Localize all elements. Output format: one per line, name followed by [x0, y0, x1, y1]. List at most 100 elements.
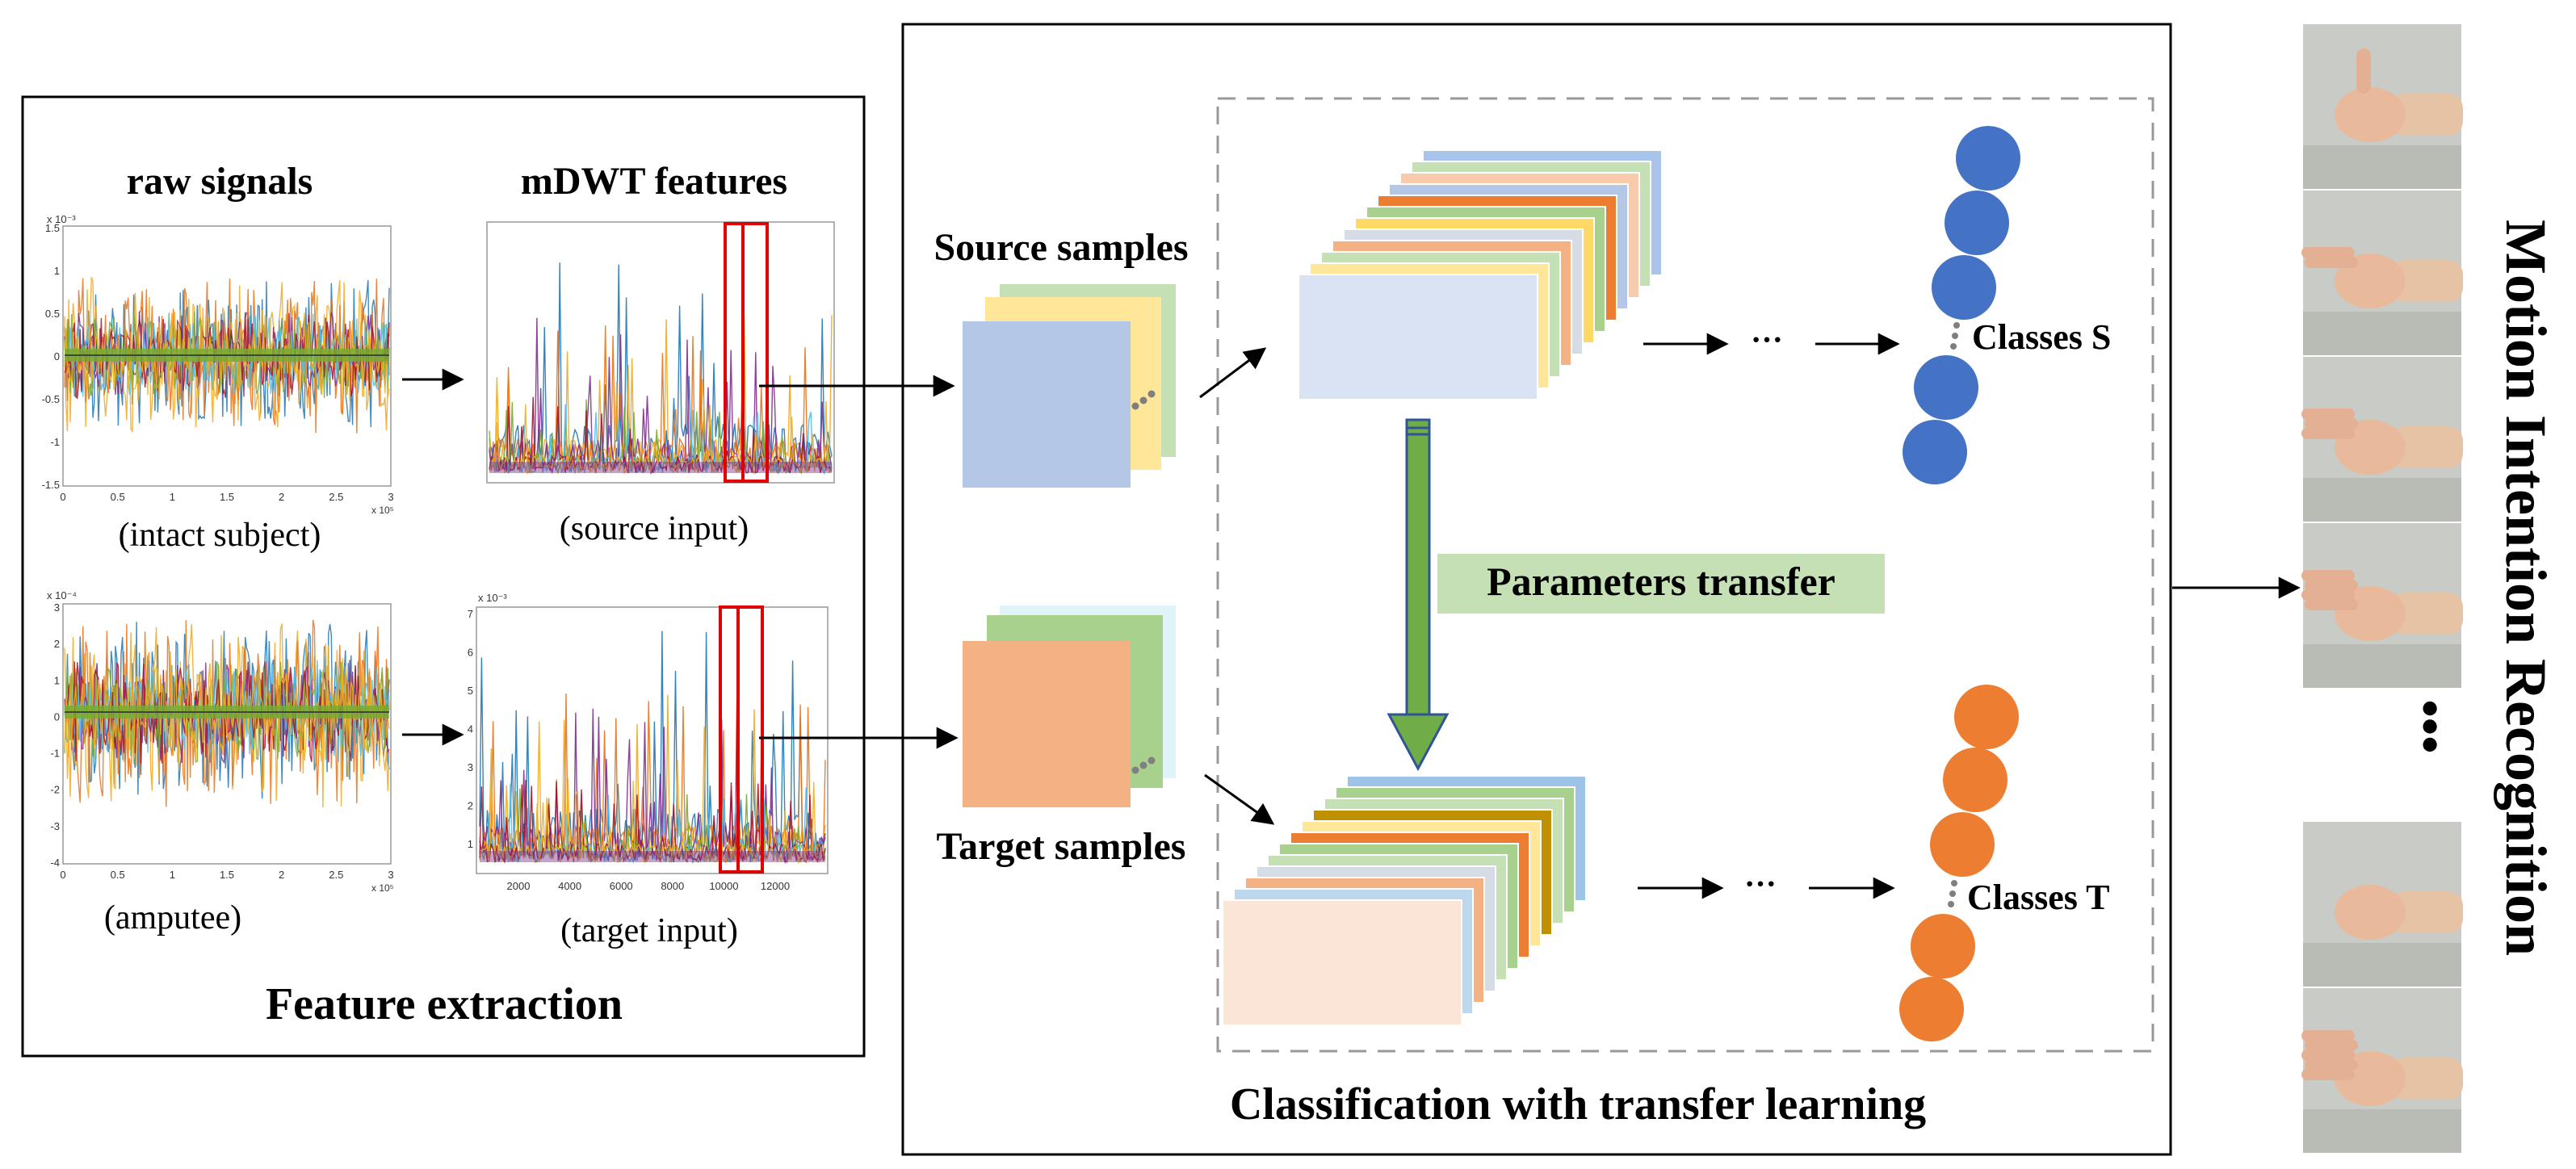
mdwt-features-heading: mDWT features — [521, 160, 787, 203]
target-samples-stack — [963, 605, 1176, 807]
axis-tick-label: -1 — [50, 748, 60, 760]
classification-title: Classification with transfer learning — [1230, 1079, 1926, 1129]
class-s-node — [1903, 420, 1967, 484]
class-t-node — [1930, 812, 1995, 877]
target-samples-label: Target samples — [937, 825, 1186, 868]
axis-tick-label: 1.5 — [220, 491, 234, 503]
axis-tick-label: -3 — [50, 820, 60, 832]
source-dot-1 — [1131, 402, 1139, 410]
class-t-node — [1943, 748, 2008, 812]
axis-tick-label: 1.5 — [45, 222, 60, 234]
parameters-transfer-label-bg — [1437, 554, 1885, 614]
feature-extraction-title: Feature extraction — [266, 979, 623, 1029]
arrow-target-to-network — [1204, 773, 1275, 825]
axis-tick-label: 2.5 — [329, 491, 343, 503]
axis-tick-label: 3 — [388, 869, 393, 881]
axis-tick-label: 2 — [279, 491, 284, 503]
axis-tick-label: 1 — [54, 674, 60, 686]
source-network-feature-maps — [1298, 149, 1663, 400]
gesture-photo-column — [2301, 24, 2463, 1153]
arrow-source-to-network — [1199, 347, 1267, 399]
feature-map-layer — [1222, 899, 1462, 1026]
mdwt-bottom-exponent: x 10⁻³ — [478, 592, 507, 604]
axis-tick-label: 0 — [60, 491, 65, 503]
class-t-gap-dot — [1949, 890, 1956, 897]
source-dot-2 — [1139, 396, 1147, 404]
caption-amputee: (amputee) — [104, 899, 241, 936]
caption-target-input: (target input) — [560, 912, 738, 949]
raw-bottom-signal-traces — [64, 619, 390, 808]
axis-tick-label: 1 — [54, 265, 60, 277]
class-s-gap-dot — [1950, 343, 1957, 350]
axis-tick-label: 5 — [468, 685, 473, 697]
axis-tick-label: 3 — [54, 601, 60, 614]
mdwt-plot-source — [486, 221, 835, 484]
axis-tick-label: 2.5 — [329, 869, 343, 881]
class-t-node — [1911, 914, 1975, 978]
axis-tick-label: -2 — [50, 784, 60, 796]
two-fingers-hand — [2301, 191, 2463, 355]
feature-map-layer — [1298, 274, 1538, 400]
target-dot-1 — [1131, 766, 1139, 774]
source-ellipsis: ··· — [1751, 321, 1783, 358]
axis-tick-label: 8000 — [661, 880, 684, 892]
classification-panel: Source samples Target samples — [901, 23, 2172, 1156]
axis-tick-label: 0.5 — [111, 491, 125, 503]
axis-tick-label: 3 — [388, 491, 393, 503]
axis-tick-label: 2 — [279, 869, 284, 881]
source-dot-3 — [1147, 390, 1156, 398]
axis-tick-label: 6000 — [610, 880, 633, 892]
target-dot-2 — [1139, 761, 1147, 769]
axis-tick-label: 3 — [468, 761, 473, 773]
class-t-node — [1899, 977, 1964, 1041]
axis-tick-label: 0.5 — [45, 308, 60, 320]
raw-top-xticks: 0 0.5 1 1.5 2 2.5 3 — [60, 491, 393, 503]
axis-tick-label: -1.5 — [42, 479, 60, 491]
raw-bottom-exponent: x 10⁻⁴ — [47, 589, 77, 601]
axis-tick-label: 10000 — [709, 880, 738, 892]
classification-frame — [901, 23, 2172, 1156]
class-s-gap-dot — [1952, 333, 1958, 339]
caption-source-input: (source input) — [560, 510, 749, 547]
caption-intact-subject: (intact subject) — [119, 517, 321, 554]
axis-tick-label: 12000 — [761, 880, 790, 892]
axis-tick-label: 4 — [468, 723, 473, 735]
mdwt-bottom-window-2 — [736, 605, 764, 874]
class-t-node — [1954, 685, 2019, 749]
class-t-gap-dot — [1951, 880, 1957, 886]
raw-top-signal-traces — [64, 277, 390, 434]
three-fingers-hand — [2301, 357, 2463, 522]
axis-tick-label: 0 — [54, 710, 60, 723]
open-hand — [2301, 988, 2463, 1153]
parameters-transfer-label: Parameters transfer — [1487, 559, 1836, 604]
fist-hand — [2303, 822, 2463, 987]
axis-tick-label: 4000 — [558, 880, 581, 892]
class-s-gap-dot — [1953, 322, 1960, 329]
mdwt-top-feature-traces — [489, 262, 833, 476]
mdwt-bottom-xticks: 2000 4000 6000 8000 10000 12000 — [507, 880, 791, 892]
class-s-node — [1956, 126, 2020, 191]
class-s-node — [1914, 355, 1978, 420]
axis-tick-label: 0.5 — [111, 869, 125, 881]
source-samples-stack — [963, 284, 1176, 488]
target-ellipsis: ··· — [1744, 865, 1777, 902]
thumbs-up-hand — [2303, 24, 2463, 189]
recognition-column: ••• Motion Intention Recognition — [2301, 24, 2558, 1153]
axis-tick-label: 0 — [60, 869, 65, 881]
axis-tick-label: 1 — [170, 491, 175, 503]
target-dot-3 — [1147, 756, 1156, 765]
target-sample-front — [963, 641, 1131, 807]
axis-tick-label: 2 — [54, 638, 60, 650]
axis-tick-label: 0 — [54, 350, 60, 362]
classes-s-nodes — [1903, 126, 2020, 484]
raw-top-exponent: x 10⁻³ — [47, 213, 76, 225]
motion-intention-recognition-title: Motion Intention Recognition — [2494, 220, 2558, 956]
axis-tick-label: 2000 — [507, 880, 531, 892]
class-t-gap-dot — [1948, 901, 1954, 907]
